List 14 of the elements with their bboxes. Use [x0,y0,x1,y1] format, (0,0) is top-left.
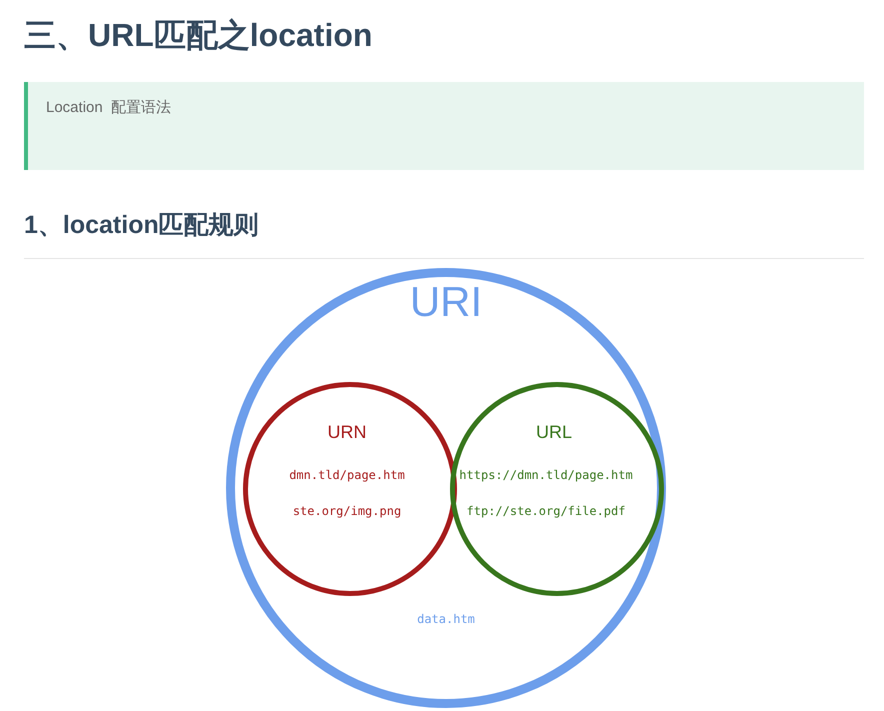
example-uri: data.htm [417,612,475,626]
set-title: URI [410,278,482,326]
section-heading: 1、location匹配规则 [24,210,259,241]
venn-circle [226,268,666,708]
example-uri: ste.org/img.png [292,504,402,518]
note-text: Location 配置语法 [46,98,172,117]
venn-circle [450,382,664,596]
set-title: URN [328,422,366,443]
example-uri: ftp://ste.org/file.pdf [466,504,626,518]
set-title: URL [536,422,572,443]
venn-circle [243,382,457,596]
example-uri: dmn.tld/page.htm [289,468,405,482]
page-heading: 三、URL匹配之location [24,16,372,55]
example-uri: https://dmn.tld/page.htm [459,468,633,482]
